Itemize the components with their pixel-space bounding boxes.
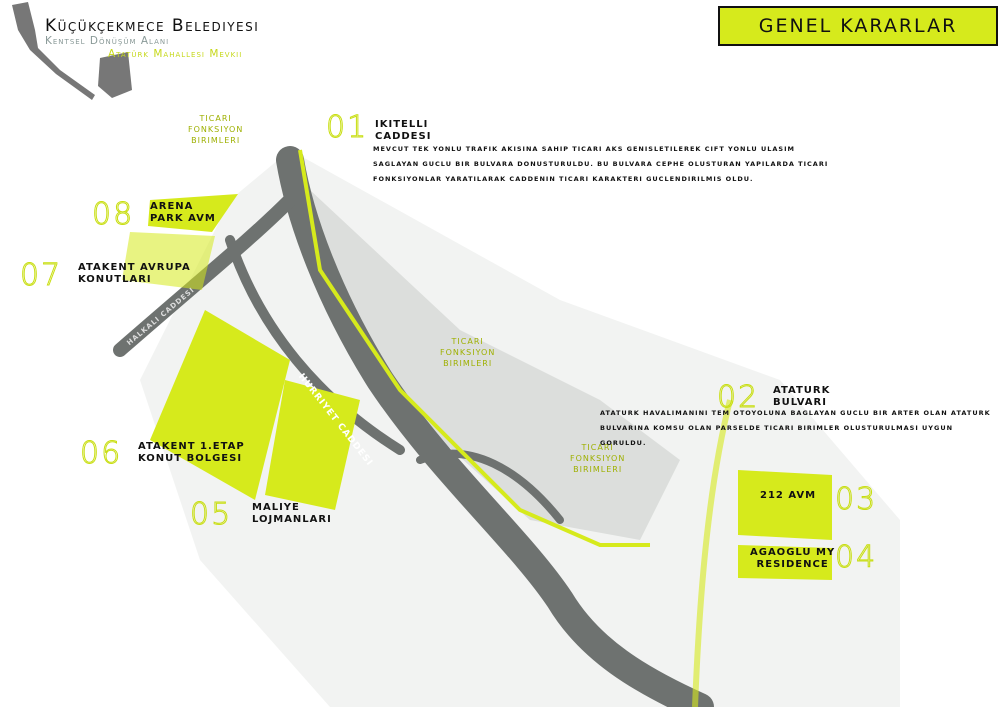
ticari-l3: BIRIMLERI	[573, 465, 623, 474]
zone-07	[122, 232, 215, 290]
item-03-number: 03	[834, 482, 878, 518]
item-05-number: 05	[189, 497, 233, 533]
zones	[122, 194, 832, 580]
item-03-name: 212 AVM	[760, 490, 817, 501]
name-l2: BULVARI	[773, 397, 827, 408]
section-title-box: GENEL KARARLAR	[718, 6, 998, 46]
name-l2: LOJMANLARI	[252, 514, 332, 525]
desc-line: MEVCUT TEK YONLU TRAFIK AKISINA SAHIP TI…	[373, 145, 795, 153]
name-l1: IKITELLI	[375, 119, 429, 130]
zone-04	[738, 545, 832, 580]
section-title: GENEL KARARLAR	[758, 15, 958, 37]
ticari-l3: BIRIMLERI	[443, 359, 493, 368]
ikitelli-axis	[298, 149, 733, 707]
item-06-number: 06	[79, 436, 123, 472]
desc-line: SAGLAYAN GUCLU BIR BULVARA DONUSTURULDU.…	[373, 160, 829, 168]
ticari-l3: BIRIMLERI	[191, 136, 241, 145]
ticari-l1: TICARI	[581, 443, 614, 452]
name-l1: MALIYE	[252, 502, 300, 513]
item-07-number: 07	[19, 258, 63, 294]
ticari-label-3: TICARI FONKSIYON BIRIMLERI	[570, 442, 625, 475]
name-l1: ATAKENT 1.ETAP	[138, 441, 245, 452]
desc-line: BULVARINA KOMSU OLAN PARSELDE TICARI BIR…	[600, 424, 954, 447]
name-l1: ATAKENT AVRUPA	[78, 262, 191, 273]
name-l1: ATATURK	[773, 385, 831, 396]
ticari-label-1: TICARI FONKSIYON BIRIMLERI	[188, 113, 243, 146]
zone-03	[738, 470, 832, 540]
item-02-number: 02	[716, 380, 760, 416]
name-l2: CADDESI	[375, 131, 432, 142]
zone-08	[148, 194, 238, 232]
desc-line: FONKSIYONLAR YARATILARAK CADDENIN TICARI…	[373, 175, 754, 183]
ticari-l1: TICARI	[451, 337, 484, 346]
name-l2: KONUTLARI	[78, 274, 152, 285]
name-l2: RESIDENCE	[756, 559, 829, 570]
ticari-l2: FONKSIYON	[570, 454, 626, 463]
location-subtitle: Atatürk Mahallesi Mevkii	[108, 48, 243, 60]
desc-line: ATATURK HAVALIMANINI TEM OTOYOLUNA BAGLA…	[600, 409, 991, 417]
item-04-number: 04	[834, 540, 878, 576]
item-08-number: 08	[91, 197, 135, 233]
item-01-number: 01	[325, 110, 369, 146]
logo-map-shape	[12, 2, 132, 100]
zone-06	[150, 310, 290, 500]
item-01-description: MEVCUT TEK YONLU TRAFIK AKISINA SAHIP TI…	[373, 142, 828, 187]
name-l1: AGAOGLU MY	[750, 547, 836, 558]
municipality-title: Küçükçekmece Belediyesi	[45, 16, 260, 36]
ticari-l1: TICARI	[199, 114, 232, 123]
ticari-l2: FONKSIYON	[440, 348, 496, 357]
item-02-description: ATATURK HAVALIMANINI TEM OTOYOLUNA BAGLA…	[600, 406, 1000, 451]
zone-05	[265, 380, 360, 510]
name-l2: PARK AVM	[150, 213, 216, 224]
name-l2: KONUT BOLGESI	[138, 453, 243, 464]
ticari-l2: FONKSIYON	[188, 125, 244, 134]
name-l1: ARENA	[150, 201, 194, 212]
project-subtitle: Kentsel Dönüşüm Alanı	[45, 35, 170, 47]
ticari-label-2: TICARI FONKSIYON BIRIMLERI	[440, 336, 495, 369]
